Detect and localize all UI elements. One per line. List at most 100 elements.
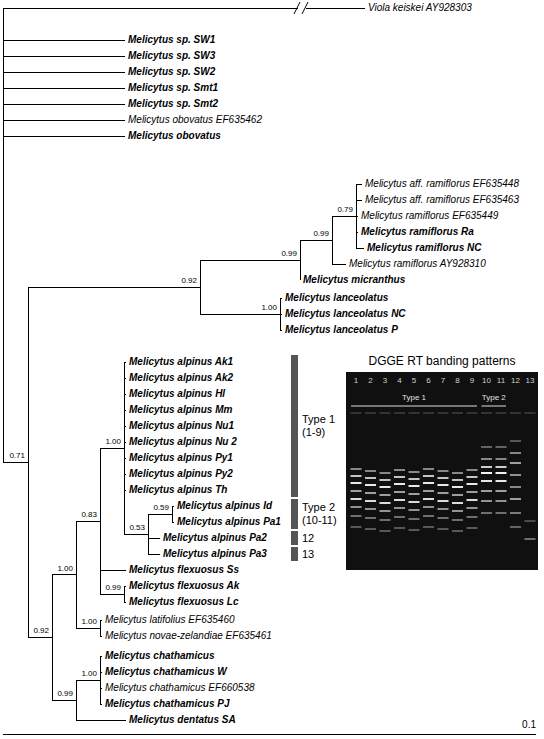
gel-band [467,476,478,478]
branch [3,88,125,89]
gel-band [423,490,434,492]
gel-band [481,446,492,448]
gel-band [409,509,420,511]
gel-band [380,494,391,496]
taxon-label: Melicytus sp. SW3 [128,50,215,62]
gel-band [351,412,362,414]
taxon-label: Melicytus obovatus [128,130,221,142]
gel-band [394,499,405,501]
support-value: 0.59 [153,504,169,512]
gel-band [380,502,391,504]
branch [280,330,282,331]
branch [280,298,282,299]
dgge-gel [346,372,538,570]
lane-number: 13 [526,376,535,385]
gel-band [409,412,420,414]
branch [356,216,358,217]
gel-band [452,472,463,474]
gel-band [467,491,478,493]
gel-band [423,526,434,528]
branch [300,240,301,280]
branch [356,184,362,185]
taxon-label: Melicytus ramiflorus AY928310 [349,258,486,270]
branch [124,586,125,602]
gel-band [423,475,434,477]
branch [100,570,126,571]
gel-band [467,469,478,471]
gel-band [423,498,434,500]
gel-band [351,506,362,508]
taxon-label: Melicytus sp. SW1 [128,34,215,46]
type-label: Type 2 [481,393,507,402]
gel-band [438,528,449,530]
type-label: Type 2 (10-11) [302,501,342,526]
branch [28,637,52,638]
support-value: 0.99 [281,250,297,258]
gel-band [394,469,405,471]
taxon-label: Melicytus chathamicus W [105,666,227,678]
gel-band [481,490,492,492]
taxon-label: Melicytus novae-zelandiae EF635461 [105,630,272,642]
taxon-label: Melicytus ramiflorus NC [367,242,481,254]
gel-band [394,476,405,478]
gel-band [438,470,449,472]
gel-band [452,530,463,532]
branch [332,264,346,265]
gel-band [496,446,507,448]
taxon-label: Melicytus micranthus [303,274,405,286]
branch [200,260,201,314]
gel-band [365,412,376,414]
branch [332,216,333,264]
gel-band [481,466,492,468]
type-bars [291,355,298,561]
gel-band [467,527,478,529]
support-value: 0.99 [57,690,73,698]
branch [124,442,126,443]
gel-band [496,480,507,482]
branch [76,521,77,628]
gel-band [525,520,536,522]
branch [100,656,101,704]
branch [100,704,102,705]
lane-number: 5 [412,376,416,385]
gel-band [423,482,434,484]
gel-band [409,493,420,495]
branch [124,394,126,395]
type-label: Type 1 (1-9) [302,413,342,438]
gel-background [346,372,538,570]
gel-band [394,527,405,529]
gel-band [423,506,434,508]
branch [100,620,101,636]
taxon-label: Melicytus ramiflorus EF635449 [361,210,498,222]
gel-band [496,512,507,514]
taxon-label: Melicytus alpinus Nu 2 [129,436,237,448]
gel-band [380,479,391,481]
gel-band [452,486,463,488]
branch [76,720,126,721]
support-value: 0.71 [9,452,25,460]
gel-band [351,490,362,492]
gel-band [438,484,449,486]
branch [76,521,100,522]
gel-band [365,492,376,494]
type-bar [291,499,298,529]
gel-band [496,412,507,414]
taxon-label: Melicytus flexuosus Ak [129,580,239,592]
taxon-label: Melicytus flexuosus Lc [129,596,238,608]
gel-band [365,484,376,486]
gel-band [394,516,405,518]
branch [28,287,200,288]
branch [100,594,124,595]
branch [3,136,125,137]
gel-band [380,519,391,521]
type-label: 13 [302,548,314,561]
branch [52,575,53,701]
support-value: 1.00 [81,670,97,678]
taxon-label: Melicytus alpinus Ak2 [129,372,233,384]
gel-band [365,477,376,479]
gel-band [481,480,492,482]
gel-band [452,412,463,414]
branch [172,506,174,507]
break-mark [302,2,308,14]
gel-band [380,510,391,512]
